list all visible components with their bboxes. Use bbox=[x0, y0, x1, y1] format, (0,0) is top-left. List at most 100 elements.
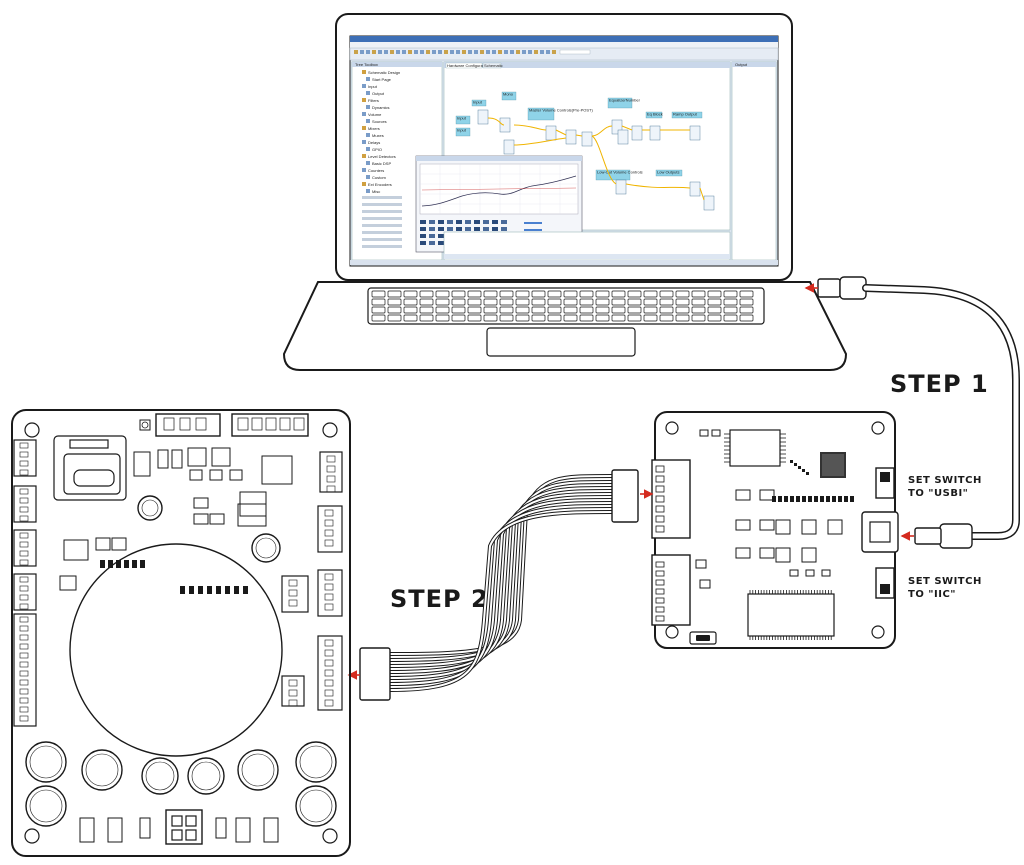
tree-item-label: Misc bbox=[372, 189, 380, 194]
keyboard-key bbox=[595, 314, 610, 322]
amp-component bbox=[107, 817, 123, 843]
ribbon-wire bbox=[389, 475, 613, 655]
schematic-block-label: Mono bbox=[503, 92, 514, 97]
schematic-wires bbox=[487, 117, 705, 201]
right-connector bbox=[317, 635, 343, 711]
keyboard-key bbox=[611, 314, 626, 322]
keyboard-key bbox=[483, 290, 498, 298]
tree-item-placeholder bbox=[362, 203, 402, 206]
smd-led bbox=[806, 472, 809, 475]
connector-pin bbox=[19, 550, 29, 557]
connector-pin bbox=[324, 573, 334, 581]
schematic-block-label: Master Volume Controls(Pre-POST) bbox=[529, 108, 593, 113]
toolbar-icon bbox=[420, 50, 424, 54]
schematic-node bbox=[649, 125, 661, 141]
smd-led bbox=[790, 460, 793, 463]
connector-pin bbox=[19, 559, 29, 566]
keyboard-key bbox=[371, 290, 386, 298]
toolbar-icon bbox=[468, 50, 472, 54]
step-2-label: STEP 2 bbox=[390, 585, 489, 613]
smd-resistor bbox=[826, 496, 830, 502]
amp-smd bbox=[234, 586, 239, 594]
capacitor bbox=[25, 785, 67, 827]
smd-led bbox=[794, 463, 797, 466]
keyboard-key bbox=[595, 290, 610, 298]
toolbar-icon bbox=[402, 50, 406, 54]
right-connector bbox=[281, 575, 309, 613]
amp-component bbox=[235, 817, 251, 843]
window-titlebar bbox=[350, 36, 778, 42]
ribbon-wire bbox=[389, 481, 613, 661]
tree-item-label: Counters bbox=[368, 168, 384, 173]
eq-table-cell bbox=[474, 220, 480, 224]
toolbar-icon bbox=[444, 50, 448, 54]
amp-smd bbox=[198, 586, 203, 594]
header-pin bbox=[655, 597, 665, 604]
amp-component bbox=[139, 817, 151, 839]
keyboard-key bbox=[739, 298, 754, 306]
smd-led bbox=[802, 469, 805, 472]
connector-pin bbox=[326, 475, 336, 483]
laptop-trackpad bbox=[486, 327, 636, 357]
smd-component bbox=[699, 429, 709, 437]
amp-component bbox=[209, 513, 225, 525]
connector-pin bbox=[19, 643, 29, 650]
eq-table-cell bbox=[429, 220, 435, 224]
eq-table-cell bbox=[438, 234, 444, 238]
amp-component bbox=[193, 497, 209, 509]
ribbon-wire bbox=[389, 505, 613, 685]
tree-item-placeholder bbox=[362, 238, 402, 241]
eq-table-slider bbox=[524, 222, 542, 224]
schematic-block-label: Input bbox=[473, 100, 483, 105]
toolbar-icon bbox=[408, 50, 412, 54]
toolbar-icon bbox=[552, 50, 556, 54]
keyboard-key bbox=[675, 314, 690, 322]
keyboard-key bbox=[435, 314, 450, 322]
capacitor bbox=[137, 495, 163, 521]
keyboard-key bbox=[611, 298, 626, 306]
smd-component bbox=[699, 579, 711, 589]
connector-pin bbox=[19, 585, 29, 592]
keyboard-key bbox=[707, 306, 722, 314]
schematic-node bbox=[611, 119, 623, 135]
smd-resistor bbox=[778, 496, 782, 502]
keyboard-key bbox=[387, 290, 402, 298]
tree-item-label: Volume bbox=[368, 112, 382, 117]
amp-top-connector-1 bbox=[155, 413, 221, 437]
tab-strip bbox=[444, 62, 730, 68]
eq-response-curve bbox=[421, 175, 577, 207]
tree-item-icon bbox=[362, 126, 366, 130]
left-connector bbox=[13, 485, 37, 523]
smd-component bbox=[821, 569, 831, 577]
keyboard-keys bbox=[371, 290, 754, 322]
smd-component bbox=[759, 519, 775, 531]
schematic-wire bbox=[699, 187, 705, 201]
schematic-wire bbox=[591, 135, 617, 185]
programmer-reset-button[interactable] bbox=[689, 631, 717, 645]
keyboard-key bbox=[483, 306, 498, 314]
keyboard-key bbox=[387, 298, 402, 306]
tree-item-placeholder bbox=[362, 224, 402, 227]
tree-item-icon bbox=[366, 147, 370, 151]
schematic-block bbox=[595, 169, 631, 181]
keyboard-key bbox=[547, 290, 562, 298]
eq-reference-line bbox=[421, 187, 577, 191]
tree-item-label: Ext Encoders bbox=[368, 182, 392, 187]
smd-resistor bbox=[832, 496, 836, 502]
header-pin bbox=[655, 475, 665, 483]
programmer-flash-chip bbox=[747, 593, 835, 637]
connector-pin bbox=[19, 532, 29, 539]
tree-item-icon bbox=[362, 70, 366, 74]
eq-table-slider bbox=[524, 229, 542, 231]
toolbar-icon bbox=[480, 50, 484, 54]
tree-item-icon bbox=[362, 168, 366, 172]
connector-pin bbox=[19, 688, 29, 695]
keyboard-key bbox=[531, 306, 546, 314]
amp-top-connector-2 bbox=[231, 413, 309, 437]
keyboard-key bbox=[643, 314, 658, 322]
schematic-block bbox=[455, 115, 471, 125]
connector-pin bbox=[19, 697, 29, 704]
keyboard-key bbox=[547, 306, 562, 314]
